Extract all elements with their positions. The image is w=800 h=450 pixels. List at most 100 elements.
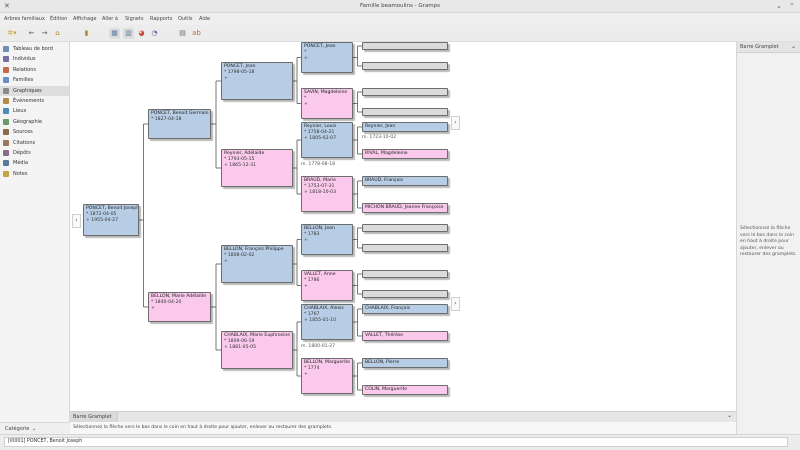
person-box-g5-fmmm[interactable]: MICHON BRAUD, Jeanne Françoise (362, 203, 448, 213)
menu-signets[interactable]: Signets (125, 16, 144, 22)
person-box-ffm[interactable]: SAVIN, Magdeleine*+ (301, 88, 353, 119)
person-box-g5-mmmm[interactable]: COLIN, Marguerite (362, 385, 448, 395)
pedigree-view-icon[interactable]: ▦ (109, 28, 120, 39)
person-box-g5-fmff[interactable]: Reynier, Jean (362, 122, 448, 132)
person-birth: * 1786 (304, 278, 320, 283)
person-birth: * 1809-06-19 (224, 339, 255, 344)
person-name: BELLON, Marguerite (304, 360, 351, 365)
empty-ancestor-box[interactable] (362, 42, 448, 50)
status-text: [I0001] PONCET, Benoit Joseph (4, 437, 788, 447)
person-selector-icon[interactable]: ✲▾ (7, 29, 17, 37)
menu-edition[interactable]: Édition (50, 16, 68, 22)
sidebar-item-0[interactable]: Tableau de bord (0, 44, 69, 54)
person-box-mfm[interactable]: VALLET, Anne* 1786+ (301, 270, 353, 301)
fan-view-icon[interactable]: ▥ (123, 28, 134, 39)
empty-ancestor-box[interactable] (362, 290, 448, 298)
menu-arbres[interactable]: Arbres familiaux (4, 16, 45, 22)
person-name: BELLON, Pierre (365, 360, 400, 365)
sidebar-item-3[interactable]: Familles (0, 75, 69, 85)
person-death: + 1881-05-05 (224, 345, 257, 350)
sidebar-item-11[interactable]: Média (0, 158, 69, 168)
forward-arrow-icon[interactable]: → (41, 29, 48, 37)
menu-aller[interactable]: Aller à (102, 16, 118, 22)
report-icon[interactable]: ab (192, 29, 201, 37)
person-box-g5-fmfm[interactable]: RIVAL, Magdeleine (362, 149, 448, 159)
person-birth: * 1798-05-18 (224, 70, 255, 75)
person-name: VALLET, Anne (304, 272, 336, 277)
person-box-m[interactable]: BELLON, Marie Adélaïde* 1840-04-20+ (148, 292, 211, 322)
person-name: Reynier, Louis (304, 124, 337, 129)
sidebar-item-label: Sources (13, 129, 33, 136)
ancestor-nav-arrow-right-top[interactable]: › (451, 116, 460, 130)
person-name: BRAUD, François (365, 178, 404, 183)
empty-ancestor-box[interactable] (362, 244, 448, 252)
person-box-mff[interactable]: BELLON, Jean* 1783+ (301, 224, 353, 255)
right-gramplet-tab[interactable]: Barre Gramplet (737, 42, 800, 53)
person-box-f[interactable]: PONCET, Benoit Germain* 1827-04-18 (148, 109, 211, 139)
sidebar-item-9[interactable]: Citations (0, 138, 69, 148)
descendant-fan-icon[interactable]: ◔ (151, 29, 158, 37)
menu-affichage[interactable]: Affichage (73, 16, 97, 22)
sidebar-item-7[interactable]: Géographie (0, 117, 69, 127)
sidebar-item-12[interactable]: Notes (0, 169, 69, 179)
person-birth: * 1758-04-21 (304, 130, 335, 135)
sidebar-item-label: Dépôts (13, 150, 31, 156)
empty-ancestor-box[interactable] (362, 88, 448, 96)
config-view-icon[interactable]: ▤ (179, 29, 186, 37)
empty-ancestor-box[interactable] (362, 224, 448, 232)
right-gramplet-menu-icon[interactable]: ⌄ (790, 43, 796, 50)
sidebar-item-4[interactable]: Graphiques (0, 85, 69, 96)
maximize-icon[interactable]: ⌃ (789, 2, 795, 10)
category-selector[interactable]: Catégorie ⌄ (0, 422, 70, 434)
person-icon (3, 56, 9, 63)
minimize-icon[interactable]: ⌄ (776, 2, 782, 10)
menu-rapports[interactable]: Rapports (150, 16, 173, 22)
bookmark-icon[interactable]: ▮ (84, 29, 89, 37)
bottom-gramplet-menu-icon[interactable]: ⌄ (726, 412, 732, 419)
empty-ancestor-box[interactable] (362, 108, 448, 116)
person-box-g5-fmmf[interactable]: BRAUD, François (362, 176, 448, 186)
pedigree-view: PONCET, Benoit Joseph* 1872-04-05+ 1955-… (70, 42, 736, 411)
sidebar-item-6[interactable]: Lieux (0, 106, 69, 116)
sidebar-item-5[interactable]: Événements (0, 96, 69, 106)
bottom-gramplet-tab[interactable]: Barre Gramplet (70, 412, 118, 423)
person-name: PONCET, Benoit Germain (151, 111, 209, 116)
person-box-fmm[interactable]: BRAUD, Marie* 1753-07-31+ 1818-10-03 (301, 176, 353, 212)
person-box-ff[interactable]: PONCET, Jean* 1798-05-18+ (221, 62, 293, 100)
sidebar-item-label: Média (13, 160, 29, 167)
family-icon (3, 77, 9, 84)
person-box-fff[interactable]: PONCET, Jean*+ (301, 42, 353, 73)
person-box-root[interactable]: PONCET, Benoit Joseph* 1872-04-05+ 1955-… (83, 204, 139, 236)
person-box-g5-mmfm[interactable]: VALLET, Thérèse (362, 331, 448, 341)
person-box-mf[interactable]: BELLON, François Philippe* 1808-02-02+ (221, 245, 293, 283)
empty-ancestor-box[interactable] (362, 62, 448, 70)
note-icon (3, 170, 9, 177)
child-nav-arrow-left[interactable]: ‹ (72, 214, 81, 228)
empty-ancestor-box[interactable] (362, 270, 448, 278)
person-box-g5-mmmf[interactable]: BELLON, Pierre (362, 358, 448, 368)
person-name: BELLON, Marie Adélaïde (151, 294, 207, 299)
person-box-fm[interactable]: Reynier, Adélaïde* 1793-05-15+ 1865-12-3… (221, 149, 293, 187)
menu-aide[interactable]: Aide (199, 16, 211, 22)
sidebar-item-label: Événements (13, 98, 45, 104)
person-box-g5-mmff[interactable]: CHABLAIX, François (362, 304, 448, 314)
toolbar: ✲▾ ← → ⌂ ▮ ▦ ▥ ◕ ◔ ▤ ab (0, 25, 800, 42)
person-name: PONCET, Jean (304, 44, 336, 49)
source-icon (3, 129, 9, 136)
sidebar-item-10[interactable]: Dépôts (0, 148, 69, 158)
person-box-mmf[interactable]: CHABLAIX, Alexis* 1767+ 1855-01-10 (301, 304, 353, 340)
person-name: CHABLAIX, Marie Euphrosine (224, 333, 291, 338)
menu-outils[interactable]: Outils (178, 16, 193, 22)
fan-chart-icon[interactable]: ◕ (138, 29, 145, 37)
sidebar-item-1[interactable]: Individus (0, 54, 69, 64)
person-box-mm[interactable]: CHABLAIX, Marie Euphrosine* 1809-06-19+ … (221, 331, 293, 369)
back-arrow-icon[interactable]: ← (28, 29, 35, 37)
person-box-fmf[interactable]: Reynier, Louis* 1758-04-21+ 1805-02-07 (301, 122, 353, 158)
close-window-icon[interactable]: ✕ (4, 2, 10, 10)
person-box-mmm[interactable]: BELLON, Marguerite* 1774+ (301, 358, 353, 394)
sidebar-item-8[interactable]: Sources (0, 127, 69, 137)
sidebar-item-2[interactable]: Relations (0, 65, 69, 75)
person-name: PONCET, Jean (224, 64, 256, 69)
home-icon[interactable]: ⌂ (55, 29, 60, 37)
ancestor-nav-arrow-right-bottom[interactable]: › (451, 297, 460, 311)
